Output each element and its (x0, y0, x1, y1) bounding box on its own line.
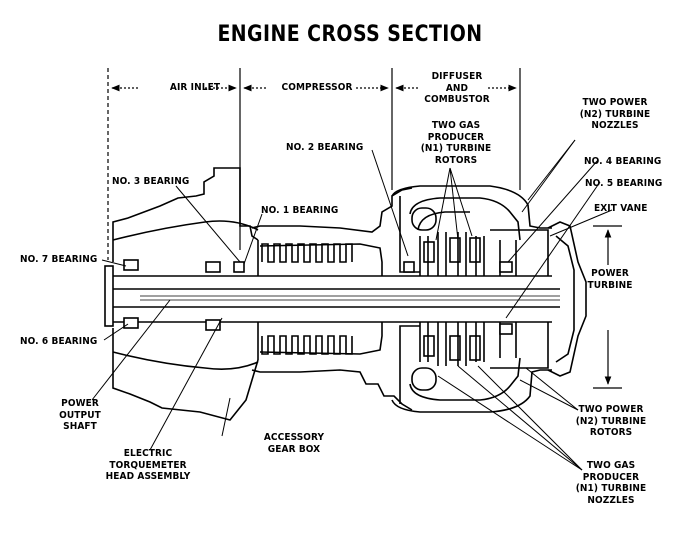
label-electric-torquemeter: ELECTRIC TORQUEMETER HEAD ASSEMBLY (105, 448, 191, 482)
label-no2-bearing: NO. 2 BEARING (286, 142, 364, 153)
label-gas-producer-rotors: TWO GAS PRODUCER (N1) TURBINE ROTORS (420, 120, 492, 166)
label-exit-vane: EXIT VANE (594, 203, 648, 214)
label-no6-bearing: NO. 6 BEARING (20, 336, 98, 347)
leader-lines (91, 139, 613, 471)
label-power-output-shaft: POWER OUTPUT SHAFT (59, 398, 101, 432)
label-no3-bearing: NO. 3 BEARING (112, 176, 190, 187)
label-power-turbine-rotors: TWO POWER (N2) TURBINE ROTORS (575, 404, 647, 438)
label-no7-bearing: NO. 7 BEARING (20, 254, 98, 265)
section-air-inlet: AIR INLET (169, 82, 221, 93)
label-power-turbine: POWER TURBINE (587, 268, 633, 291)
section-diffuser-combustor: DIFFUSER AND COMBUSTOR (424, 71, 490, 105)
page-title: ENGINE CROSS SECTION (217, 22, 483, 47)
label-no4-bearing: NO. 4 BEARING (584, 156, 662, 167)
label-no1-bearing: NO. 1 BEARING (261, 205, 339, 216)
engine-body (104, 167, 587, 421)
label-accessory-gear-box: ACCESSORY GEAR BOX (263, 432, 325, 455)
label-no5-bearing: NO. 5 BEARING (585, 178, 663, 189)
label-gas-producer-nozzles: TWO GAS PRODUCER (N1) TURBINE NOZZLES (575, 460, 647, 506)
label-power-turbine-nozzles: TWO POWER (N2) TURBINE NOZZLES (579, 97, 651, 131)
section-compressor: COMPRESSOR (281, 82, 353, 93)
